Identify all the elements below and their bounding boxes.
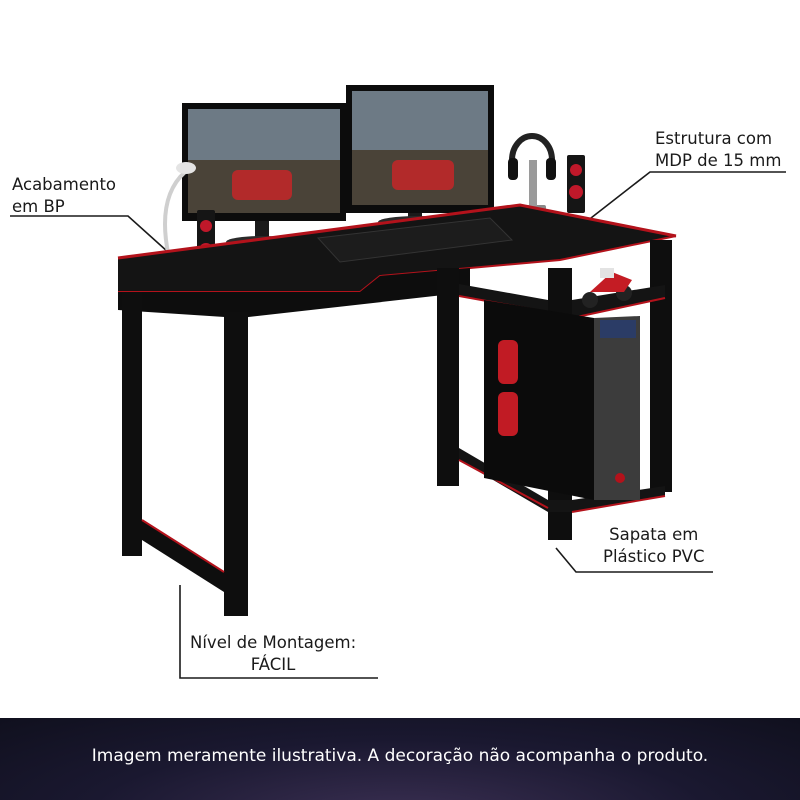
leader-line-acabamento: [10, 215, 169, 253]
callout-sapata: Sapata em Plástico PVC: [603, 524, 704, 568]
callout-acabamento: Acabamento em BP: [12, 174, 116, 218]
monitor-icon: [346, 85, 494, 228]
callout-estrutura-line2: MDP de 15 mm: [655, 151, 782, 170]
motorcycle-figurine-icon: [582, 268, 632, 308]
disclaimer-text: Imagem meramente ilustrativa. A decoraçã…: [91, 746, 709, 766]
leader-line-sapata: [555, 547, 713, 573]
pc-tower-icon: [484, 300, 640, 500]
callout-nivel: Nível de Montagem: FÁCIL: [190, 632, 356, 676]
callout-acabamento-line2: em BP: [12, 197, 65, 216]
leader-line-nivel: [179, 585, 378, 679]
callout-estrutura-line1: Estrutura com: [655, 129, 773, 148]
callout-lines: [10, 171, 786, 679]
keyboard-icon: [316, 217, 514, 263]
callout-sapata-line2: Plástico PVC: [603, 547, 705, 566]
headphones-icon: [508, 133, 556, 211]
product-illustration: [10, 85, 786, 679]
disclaimer-banner: [0, 718, 800, 800]
speaker-icon: [567, 155, 585, 213]
leader-line-estrutura: [581, 171, 786, 226]
callout-sapata-line1: Sapata em: [609, 525, 699, 544]
callout-nivel-line1: Nível de Montagem:: [190, 633, 357, 652]
callout-nivel-line2: FÁCIL: [250, 655, 296, 674]
monitor-icon: [182, 103, 346, 248]
callout-acabamento-line1: Acabamento: [12, 175, 117, 194]
callout-estrutura: Estrutura com MDP de 15 mm: [655, 128, 781, 172]
